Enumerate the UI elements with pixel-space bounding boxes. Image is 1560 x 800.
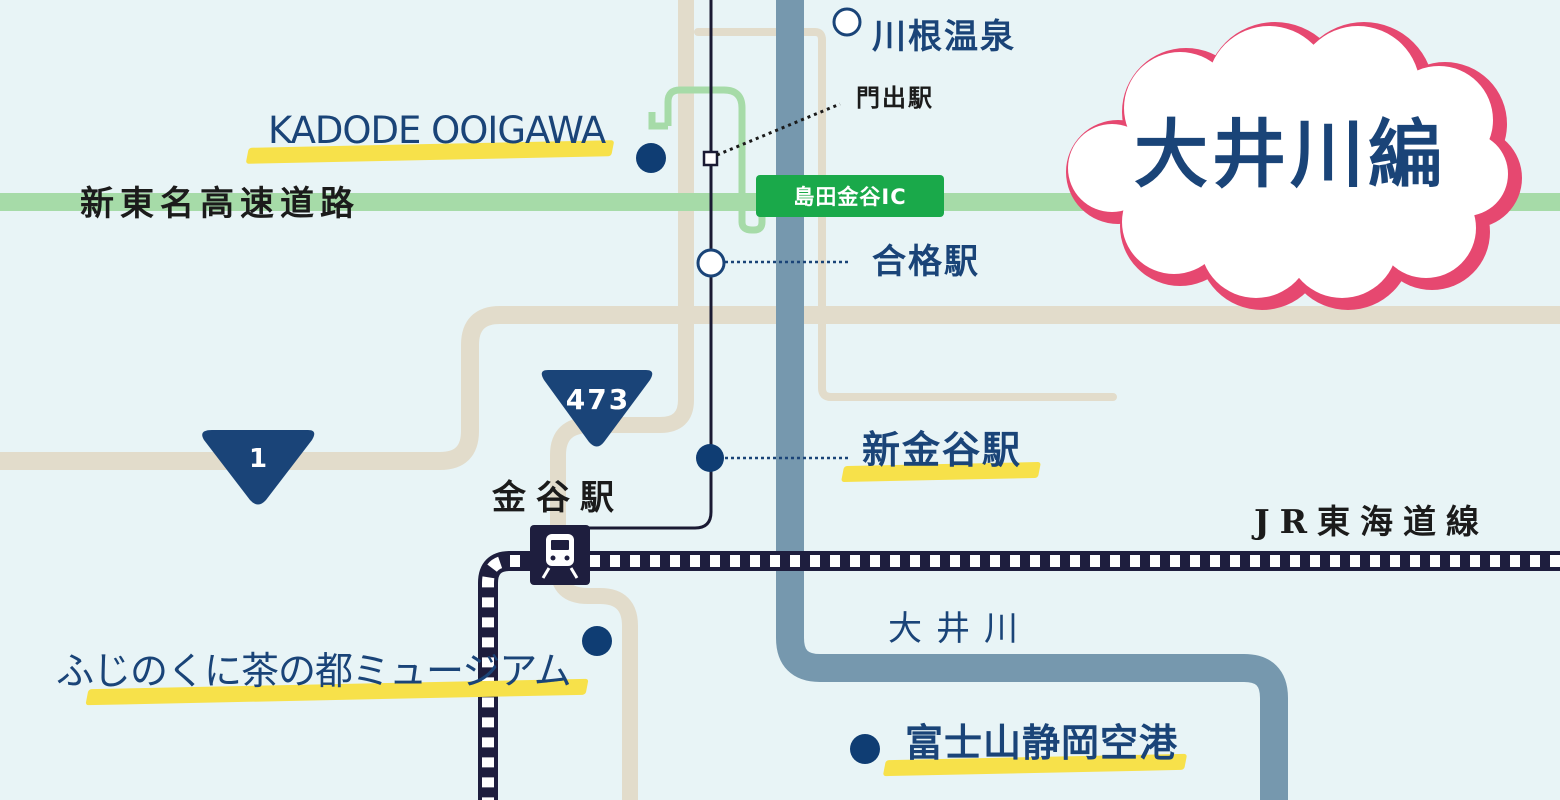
kadode-ooigawa-label[interactable]: KADODE OOIGAWA	[268, 109, 606, 152]
jr-line-label: JR東海道線	[1254, 502, 1490, 541]
kawane-onsen-marker[interactable]	[832, 7, 862, 37]
jr-line	[478, 551, 1560, 800]
train-icon[interactable]	[530, 525, 590, 585]
kadode-station-label[interactable]: 門出駅	[856, 83, 934, 112]
river-line	[776, 0, 1288, 800]
shin-kanaya-marker[interactable]	[696, 444, 724, 472]
route-473-road	[550, 0, 694, 800]
expressway-label: 新東名高速道路	[80, 184, 360, 224]
kadode-ooigawa-marker[interactable]	[636, 143, 666, 173]
river-label: 大井川	[888, 609, 1032, 649]
route-473-shield	[541, 370, 653, 447]
museum-label[interactable]: ふじのくに茶の都ミュージアム	[56, 649, 572, 693]
airport-marker[interactable]	[850, 734, 880, 764]
kawane-onsen-label[interactable]: 川根温泉	[872, 17, 1016, 57]
ic-ramp	[648, 112, 668, 130]
route-1-road	[0, 306, 1560, 470]
oigawa-railway-line	[575, 0, 713, 530]
museum-marker[interactable]	[582, 626, 612, 656]
goukaku-station-marker[interactable]	[696, 248, 726, 278]
kadode-station-marker[interactable]	[702, 150, 719, 167]
shin-kanaya-label[interactable]: 新金谷駅	[862, 428, 1023, 472]
ic-loop	[664, 86, 766, 234]
kadode-leader	[716, 102, 841, 157]
route-473-number: 473	[565, 383, 631, 416]
ic-badge[interactable]: 島田金谷IC	[756, 175, 944, 217]
route-1-shield	[202, 430, 315, 505]
goukaku-station-label[interactable]: 合格駅	[872, 242, 980, 282]
title-cloud	[1066, 22, 1522, 310]
map-title: 大井川編	[1134, 112, 1446, 198]
kanaya-station-label[interactable]: 金谷駅	[492, 478, 624, 518]
airport-label[interactable]: 富士山静岡空港	[905, 721, 1179, 765]
route-1-number: 1	[248, 444, 268, 474]
